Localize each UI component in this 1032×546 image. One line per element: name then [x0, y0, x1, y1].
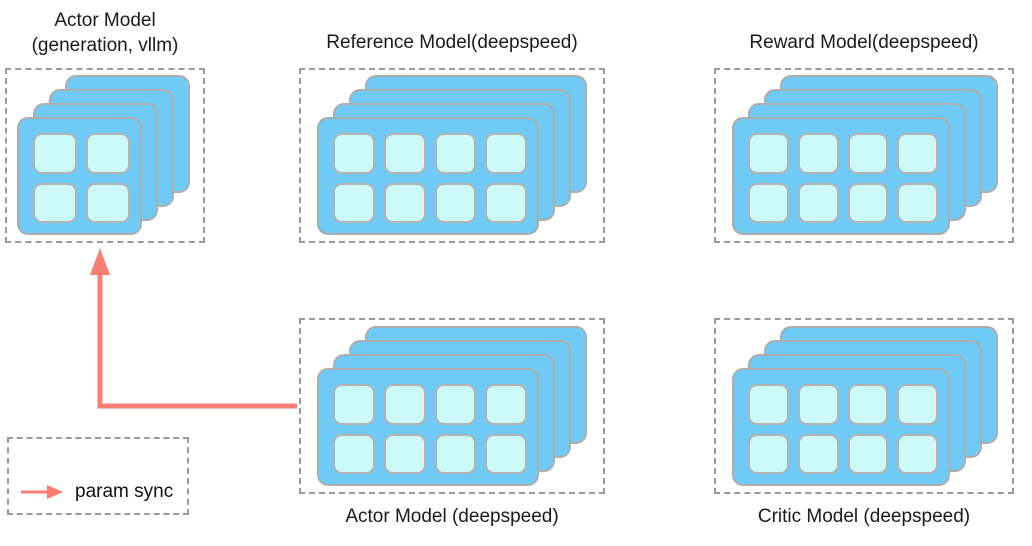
- card-cell: [333, 133, 375, 174]
- card-cell: [748, 133, 789, 174]
- group-title-actor-vllm: Actor Model (generation, vllm): [31, 10, 179, 56]
- card-cell: [86, 133, 130, 174]
- card-cell: [485, 384, 527, 425]
- group-reward-model: Reward Model(deepspeed): [714, 0, 1014, 250]
- card-cell: [797, 182, 839, 223]
- card-cell: [797, 433, 839, 474]
- card-cell: [748, 182, 789, 223]
- card-cell: [748, 384, 789, 425]
- card-cell: [897, 182, 938, 223]
- card-cell: [485, 182, 527, 223]
- legend-arrow-right-icon: [21, 485, 63, 499]
- group-title-reference-model: Reference Model(deepspeed): [326, 32, 578, 53]
- card-cell: [86, 182, 130, 223]
- card-cell: [333, 384, 375, 425]
- legend: param sync: [7, 437, 189, 515]
- card-cell-grid: [333, 384, 527, 474]
- card-cell: [897, 433, 938, 474]
- card-cell-grid: [333, 133, 527, 223]
- card-stack-reference-model: [317, 75, 597, 240]
- card-cell: [434, 384, 477, 425]
- group-reference-model: Reference Model(deepspeed): [299, 0, 605, 250]
- group-boundary-actor-deepspeed: [299, 318, 605, 494]
- card-stack-critic-model: [732, 326, 1007, 491]
- group-title-reward-model: Reward Model(deepspeed): [749, 32, 979, 53]
- card-cell: [797, 133, 839, 174]
- group-title-critic-model: Critic Model (deepspeed): [757, 506, 971, 527]
- card-layer-1[interactable]: [732, 117, 950, 235]
- group-boundary-critic-model: [714, 318, 1014, 494]
- param-sync-arrow-line: [97, 268, 297, 409]
- card-cell-grid: [33, 133, 130, 223]
- card-cell: [434, 182, 477, 223]
- card-cell: [33, 182, 77, 223]
- card-cell: [847, 384, 889, 425]
- card-cell: [897, 133, 938, 174]
- card-layer-1[interactable]: [317, 117, 539, 235]
- card-layer-1[interactable]: [317, 368, 539, 486]
- card-cell: [383, 384, 426, 425]
- card-cell: [383, 182, 426, 223]
- card-cell: [383, 433, 426, 474]
- group-boundary-reference-model: [299, 68, 605, 243]
- legend-label-param-sync: param sync: [75, 481, 174, 502]
- group-actor-vllm: Actor Model (generation, vllm): [5, 0, 205, 250]
- group-boundary-reward-model: [714, 68, 1014, 243]
- group-title-actor-deepspeed: Actor Model (deepspeed): [345, 506, 559, 527]
- card-cell: [847, 182, 889, 223]
- card-layer-1[interactable]: [17, 117, 142, 235]
- card-layer-1[interactable]: [732, 368, 950, 486]
- card-stack-reward-model: [732, 75, 1007, 240]
- card-cell: [847, 133, 889, 174]
- card-cell: [485, 133, 527, 174]
- card-cell: [897, 384, 938, 425]
- group-critic-model: Critic Model (deepspeed): [714, 318, 1014, 546]
- group-boundary-actor-vllm: [5, 68, 205, 243]
- card-cell: [383, 133, 426, 174]
- card-cell: [333, 433, 375, 474]
- card-stack-actor-deepspeed: [317, 326, 597, 491]
- legend-item-param-sync: param sync: [19, 481, 173, 503]
- card-cell-grid: [748, 133, 938, 223]
- card-stack-actor-vllm: [17, 75, 197, 240]
- card-cell: [485, 433, 527, 474]
- card-cell: [333, 182, 375, 223]
- card-cell: [748, 433, 789, 474]
- card-cell: [33, 133, 77, 174]
- card-cell: [847, 433, 889, 474]
- card-cell: [797, 384, 839, 425]
- card-cell: [434, 433, 477, 474]
- card-cell-grid: [748, 384, 938, 474]
- param-sync-arrowhead-icon: [90, 248, 110, 275]
- card-cell: [434, 133, 477, 174]
- group-actor-deepspeed: Actor Model (deepspeed): [299, 318, 605, 546]
